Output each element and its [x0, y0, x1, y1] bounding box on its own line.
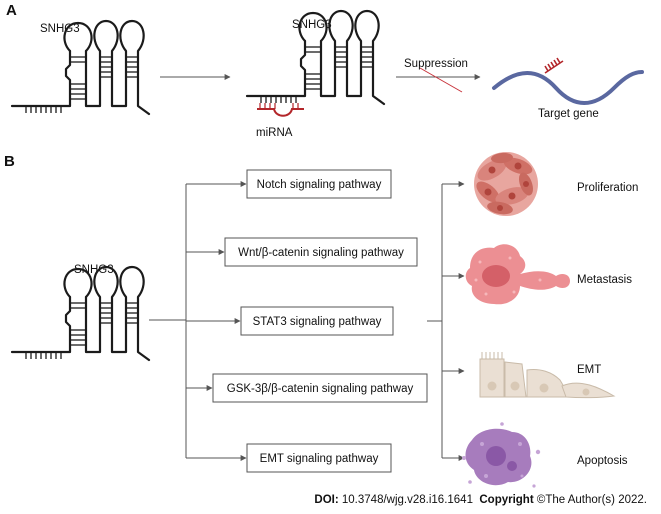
- copyright-label: Copyright: [479, 494, 534, 506]
- metastasis-cell-image: [465, 244, 570, 305]
- snhg3-structure-b: [10, 265, 151, 362]
- pathway-box-notch: [246, 169, 392, 199]
- snhg3-structure-left: [10, 19, 151, 116]
- suppression-label: Suppression: [404, 58, 468, 70]
- panel-b-label: B: [4, 153, 15, 170]
- outcome-label-apoptosis: Apoptosis: [577, 455, 628, 467]
- target-gene-label: Target gene: [538, 108, 599, 120]
- bound-mirna-icon: [544, 57, 564, 74]
- outcome-label-emt: EMT: [577, 364, 601, 376]
- pathway-label-gsk3b: GSK-3β/β-catenin signaling pathway: [227, 383, 414, 395]
- proliferation-cells-image: [474, 152, 538, 216]
- mirna-rungs: [259, 103, 299, 109]
- outcome-label-proliferation: Proliferation: [577, 182, 638, 194]
- pathway-box-emt: [246, 443, 392, 473]
- pathway-label-notch: Notch signaling pathway: [257, 179, 382, 191]
- pathway-box-stat3: [240, 306, 394, 336]
- doi-value: 10.3748/wjg.v28.i16.1641: [341, 494, 473, 506]
- suppression-slash: [419, 67, 463, 93]
- pathway-label-stat3: STAT3 signaling pathway: [253, 316, 382, 328]
- pathway-box-wnt: [224, 237, 418, 267]
- doi-label: DOI:: [314, 494, 339, 506]
- citation-footer: DOI: 10.3748/wjg.v28.i16.1641 Copyright …: [0, 494, 647, 506]
- outcome-label-metastasis: Metastasis: [577, 274, 632, 286]
- pathway-list: Notch signaling pathway Wnt/β-catenin si…: [186, 169, 428, 473]
- panel-a-label: A: [6, 2, 17, 19]
- pathway-label-emt: EMT signaling pathway: [260, 453, 379, 465]
- pathway-box-gsk3b: [212, 373, 428, 403]
- copyright-value: ©The Author(s) 2022.: [536, 494, 647, 506]
- snhg3-label-mid: SNHG3: [292, 19, 332, 31]
- mirna-strand: [257, 108, 304, 117]
- emt-cells-image: [479, 352, 616, 399]
- apoptosis-cell-image: [462, 422, 541, 488]
- target-gene-wave: [492, 70, 644, 105]
- snhg3-label-left: SNHG3: [40, 23, 80, 35]
- mirna-label: miRNA: [256, 127, 293, 139]
- pathway-label-wnt: Wnt/β-catenin signaling pathway: [238, 247, 404, 259]
